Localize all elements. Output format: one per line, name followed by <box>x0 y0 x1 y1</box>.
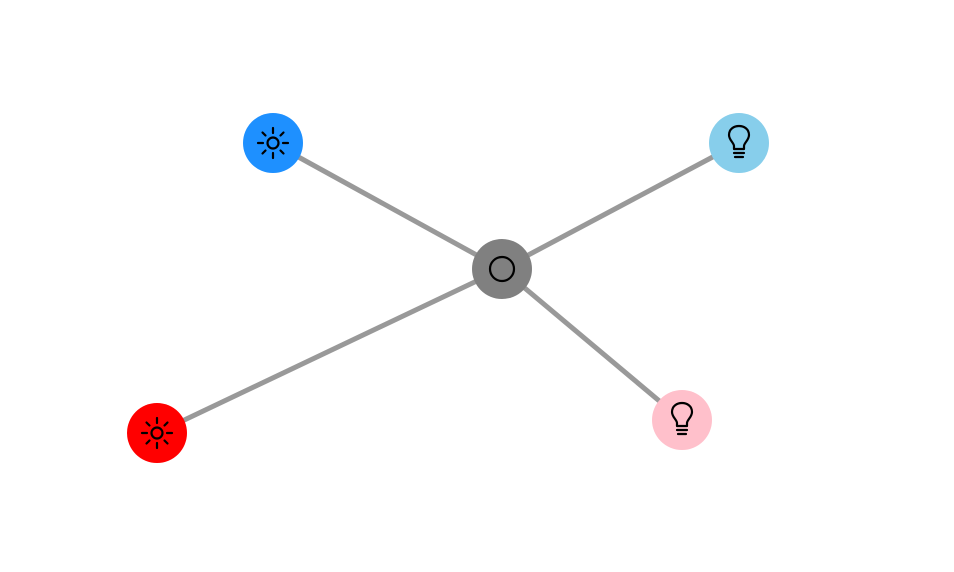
edge-hub-bottom-right <box>500 267 684 422</box>
node-bottom-left[interactable] <box>127 403 187 463</box>
node-top-left[interactable] <box>243 113 303 173</box>
circle-outline-icon <box>488 255 516 283</box>
node-bottom-right-circle[interactable] <box>652 390 712 450</box>
node-bottom-right[interactable] <box>652 390 712 450</box>
edge-hub-top-left <box>271 140 504 272</box>
hub-node[interactable] <box>472 239 532 299</box>
hub-node-circle[interactable] <box>472 239 532 299</box>
lightbulb-icon <box>670 401 694 436</box>
lightbulb-icon <box>727 124 751 159</box>
edge-hub-top-right <box>500 140 741 272</box>
node-top-right[interactable] <box>709 113 769 173</box>
node-bottom-left-circle[interactable] <box>127 403 187 463</box>
node-top-right-circle[interactable] <box>709 113 769 173</box>
edges <box>155 140 741 436</box>
sun-icon <box>140 416 174 450</box>
edge-hub-bottom-left <box>155 266 504 436</box>
sun-icon <box>256 126 290 160</box>
node-top-left-circle[interactable] <box>243 113 303 173</box>
